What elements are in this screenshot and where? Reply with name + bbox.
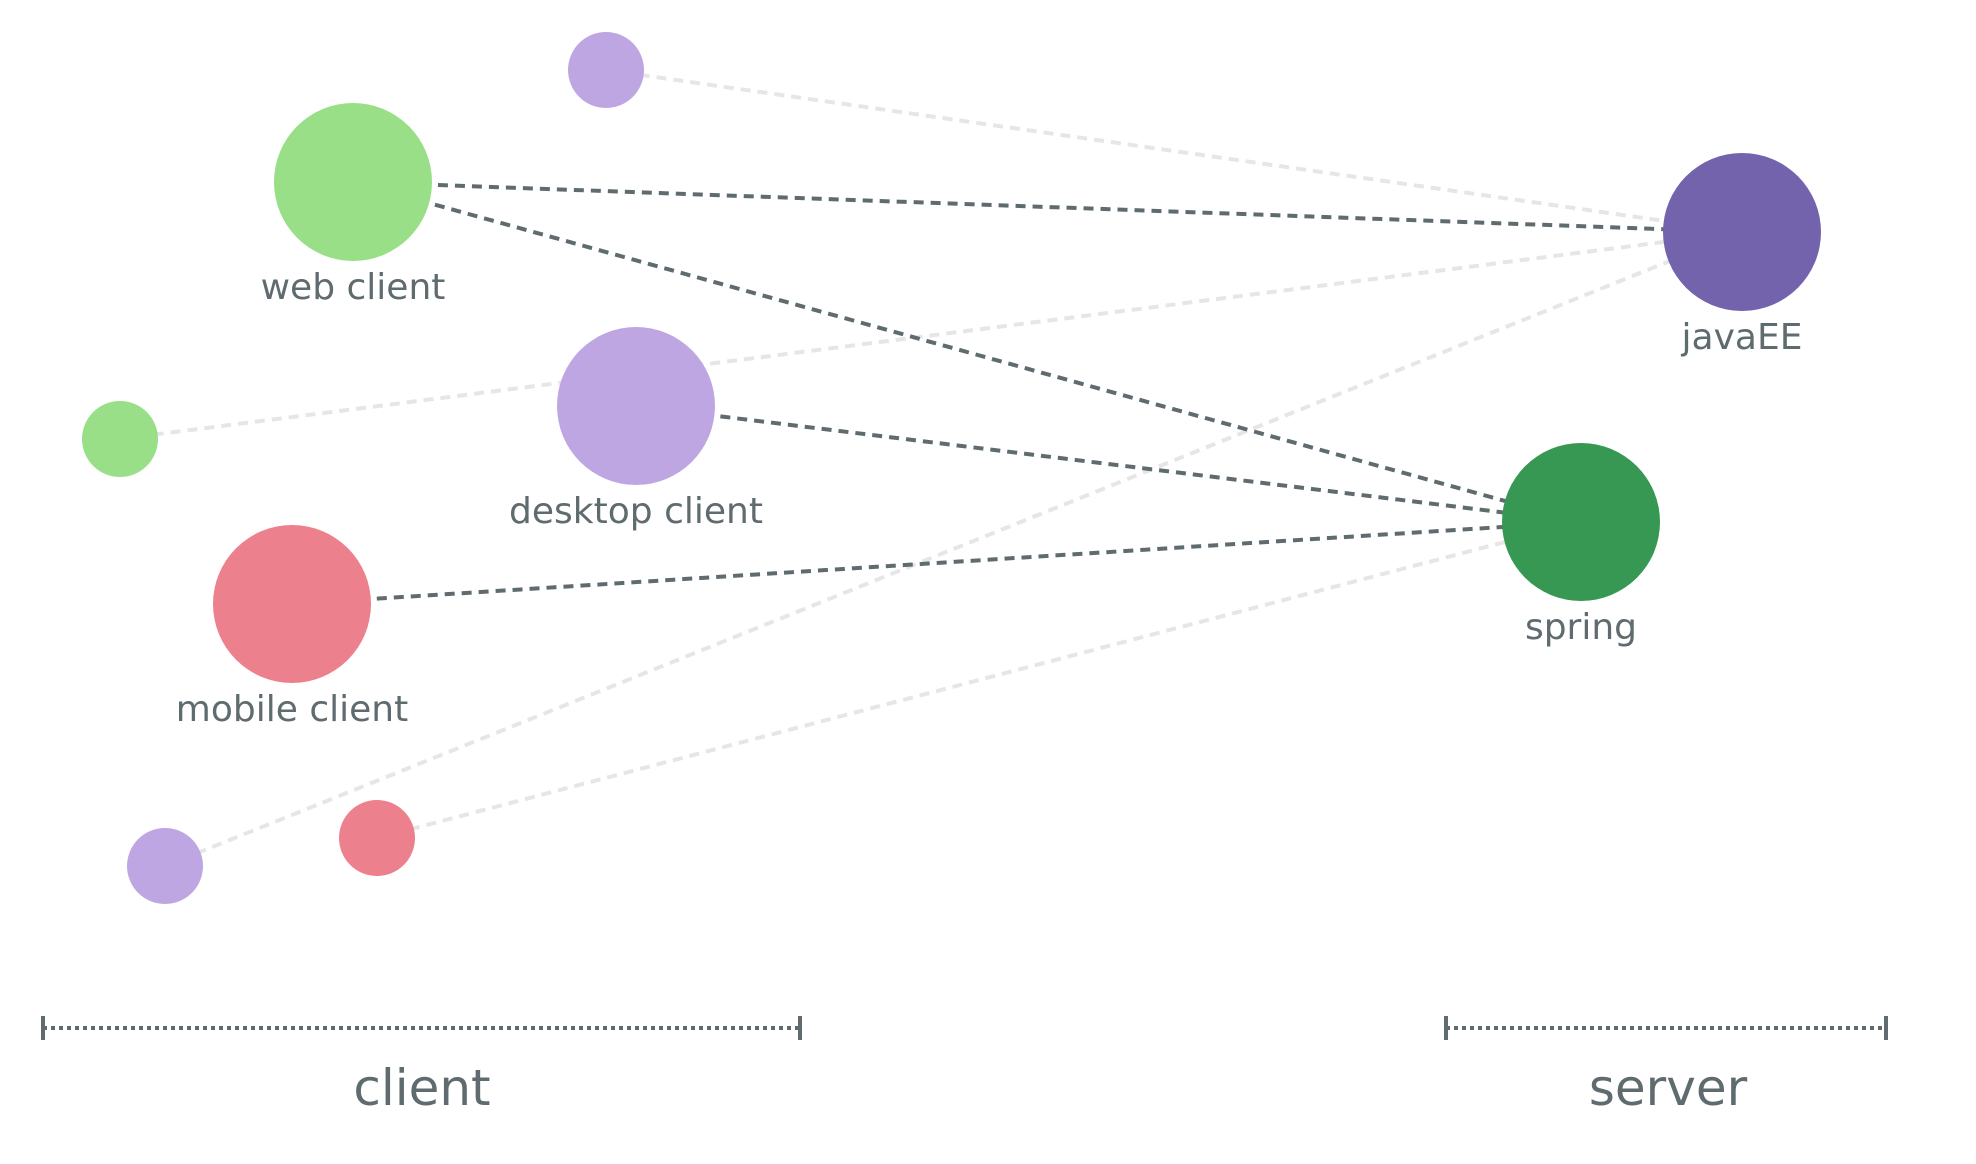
node-desktop — [557, 327, 715, 485]
node-mobile — [213, 525, 371, 683]
node-label-desktop: desktop client — [509, 491, 763, 532]
group-client: client — [41, 1016, 802, 1117]
edge-small-red-to-spring — [376, 520, 1582, 840]
edge-desktop-to-spring — [635, 404, 1582, 524]
labels-layer: web client desktop client mobile client jav… — [176, 267, 1803, 730]
group-server: server — [1444, 1016, 1888, 1117]
edge-small-green-to-javaee — [119, 230, 1743, 441]
node-small-green — [82, 401, 158, 477]
edge-small-purple-top-to-javaee — [605, 68, 1743, 234]
node-javaee — [1663, 153, 1821, 311]
node-web — [274, 103, 432, 261]
edge-web-to-javaee — [352, 180, 1743, 234]
node-spring — [1502, 443, 1660, 601]
nodes-layer — [82, 32, 1821, 904]
node-label-javaee: javaEE — [1681, 317, 1803, 358]
node-small-purple-top — [568, 32, 644, 108]
edges-layer — [119, 68, 1743, 868]
node-label-web: web client — [261, 267, 446, 308]
node-label-spring: spring — [1525, 607, 1637, 648]
edge-web-to-spring — [352, 180, 1582, 524]
node-label-mobile: mobile client — [176, 689, 408, 730]
node-small-purple-bottom — [127, 828, 203, 904]
group-client-label: client — [353, 1059, 490, 1117]
edge-small-purple-bottom-to-javaee — [164, 230, 1743, 868]
edge-mobile-to-spring — [291, 520, 1582, 606]
group-server-label: server — [1589, 1059, 1748, 1117]
node-small-red — [339, 800, 415, 876]
